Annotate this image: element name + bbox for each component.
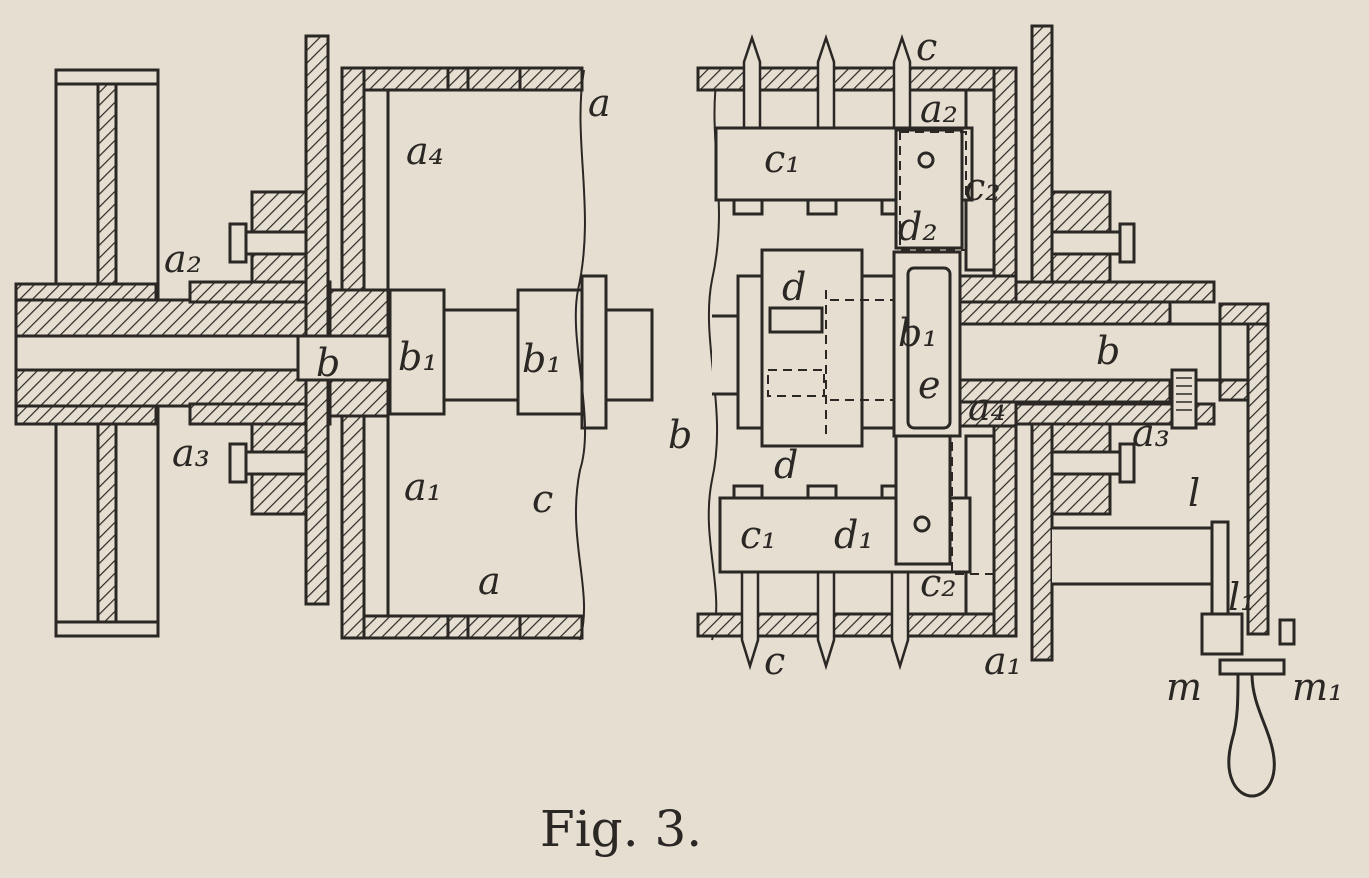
- label-b1-right: b₁: [898, 311, 938, 355]
- label-a-top: a: [588, 81, 611, 125]
- break-line-left: [574, 69, 587, 641]
- label-b1-a: b₁: [398, 335, 438, 379]
- label-a3-right: a₃: [1132, 411, 1170, 455]
- crank-handle: [1052, 520, 1296, 798]
- label-l: l: [1188, 471, 1200, 515]
- label-d1: d₁: [834, 513, 874, 557]
- label-b-left: b: [316, 341, 340, 385]
- levers: [894, 128, 964, 566]
- label-m1: m₁: [1292, 665, 1343, 709]
- label-a1-right: a₁: [984, 639, 1022, 683]
- label-c2-top: c₂: [964, 165, 1001, 209]
- left-central-shaft: [296, 274, 654, 430]
- right-hollow-shaft: [958, 280, 1222, 426]
- label-a3-left: a₃: [172, 431, 210, 475]
- label-a1-left: a₁: [404, 465, 442, 509]
- figure-caption: Fig. 3.: [540, 800, 702, 858]
- label-d-lower: d: [774, 443, 798, 487]
- label-c-bottom: c: [764, 639, 785, 683]
- label-e: e: [918, 363, 941, 407]
- label-c1-top: c₁: [764, 137, 801, 181]
- crank-arm: [1170, 302, 1270, 636]
- central-mechanism: [712, 248, 962, 448]
- label-b1-b: b₁: [522, 337, 562, 381]
- label-a4-right: a₄: [968, 385, 1006, 429]
- label-c2-bottom: c₂: [920, 561, 957, 605]
- left-housing-wall: [304, 34, 330, 606]
- label-c-top: c: [916, 25, 937, 69]
- figure-labels: a a a₁ a₁ a₂ a₂ a₃ a₃ a₄ a₄ b b b b₁ b₁ …: [164, 25, 1343, 709]
- label-m: m: [1166, 665, 1202, 709]
- label-c1-bottom: c₁: [740, 513, 777, 557]
- label-c-chamber: c: [532, 477, 553, 521]
- label-b-mid: b: [668, 413, 692, 457]
- label-d-upper: d: [782, 265, 806, 309]
- label-b-right: b: [1096, 329, 1120, 373]
- label-a4-left: a₄: [406, 129, 444, 173]
- label-a2-left: a₂: [164, 237, 202, 281]
- label-l1: l₁: [1228, 575, 1255, 619]
- label-d2: d₂: [898, 205, 938, 249]
- label-a2-right: a₂: [920, 87, 958, 131]
- label-a-bottom: a: [478, 559, 501, 603]
- hidden-lines: [767, 131, 995, 575]
- left-hollow-shaft: [14, 282, 388, 426]
